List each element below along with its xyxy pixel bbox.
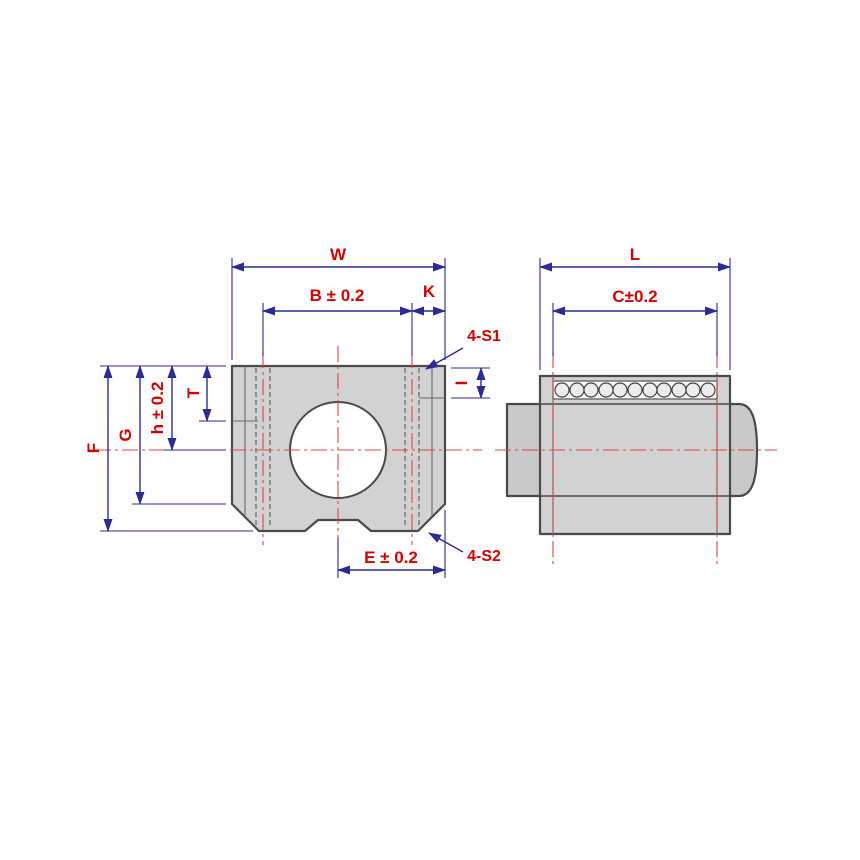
callout-label-4-s1: 4-S1 xyxy=(467,328,501,345)
ball xyxy=(700,382,716,398)
dim-label-w: W xyxy=(330,245,347,264)
dim-label-t: T xyxy=(184,387,203,398)
leader-line-s2 xyxy=(428,532,464,553)
dim-label-e: E ± 0.2 xyxy=(364,548,418,567)
dim-label-b: B ± 0.2 xyxy=(310,286,365,305)
ball xyxy=(642,382,658,398)
dim-label-k: K xyxy=(423,282,436,301)
ball xyxy=(671,382,687,398)
dim-label-g: G xyxy=(116,428,135,441)
ball xyxy=(583,382,599,398)
dim-label-c: C±0.2 xyxy=(612,287,657,306)
side-view xyxy=(505,374,759,536)
ball xyxy=(656,382,672,398)
dim-label-l: L xyxy=(630,245,640,264)
dim-label-f: F xyxy=(84,443,103,453)
mounting-hole-hidden-lines xyxy=(255,368,420,526)
callout-label-4-s2: 4-S2 xyxy=(467,548,501,565)
ball xyxy=(569,382,585,398)
ball xyxy=(627,382,643,398)
bearing-housing-side xyxy=(538,374,732,536)
ball xyxy=(598,382,614,398)
leader-line-s1 xyxy=(425,347,464,370)
ball xyxy=(685,382,701,398)
ball xyxy=(554,382,570,398)
ball xyxy=(612,382,628,398)
dim-label-i: I xyxy=(452,381,471,386)
dimension-labels: W B ± 0.2 K I T h ± 0.2 G F E ± 0.2 4-S1… xyxy=(84,245,658,567)
dim-label-h: h ± 0.2 xyxy=(148,382,167,435)
dimensions xyxy=(100,258,731,578)
centerlines xyxy=(95,346,777,565)
ball-bearings xyxy=(554,382,716,398)
